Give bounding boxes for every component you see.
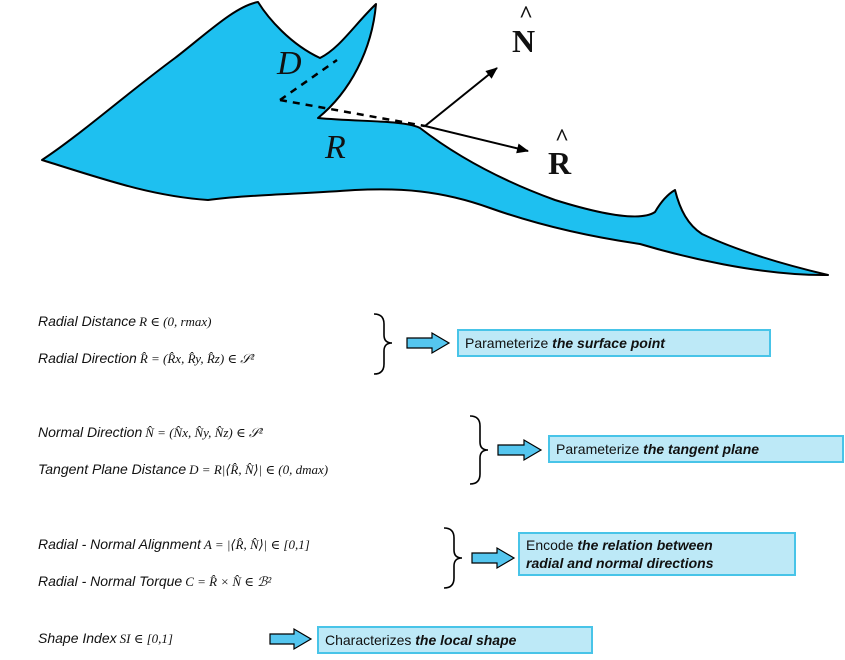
- equation-label: Radial Distance: [38, 313, 137, 329]
- arrow-group-2: [497, 438, 543, 462]
- box-prefix: Encode: [526, 537, 578, 553]
- box-local-shape: Characterizes the local shape: [317, 626, 593, 654]
- box-emphasis: the tangent plane: [643, 441, 760, 457]
- brace-group-1: [373, 313, 393, 375]
- arrow-group-1: [406, 331, 451, 355]
- normal-vector-arrow: [424, 67, 498, 127]
- box-surface-point: Parameterize the surface point: [457, 329, 771, 357]
- surface-shape: [41, 1, 829, 277]
- radius-r-dashed-line: [279, 98, 426, 128]
- box-prefix: Parameterize: [556, 441, 644, 457]
- equation-formula: C = R̂ × N̂ ∈ ℬ²: [185, 574, 272, 589]
- radial-vector-arrow: [424, 125, 529, 154]
- equation-label: Radial - Normal Torque: [38, 573, 183, 589]
- label-n-vector-hat: ^: [519, 2, 533, 28]
- equation-formula: A = |⟨R̂, N̂⟩| ∈ [0,1]: [203, 537, 310, 552]
- equation-label: Radial - Normal Alignment: [38, 536, 201, 552]
- equation-formula: R̂ = (R̂x, R̂y, R̂z) ∈ 𝒮²: [139, 351, 255, 366]
- box-emphasis: the local shape: [415, 632, 517, 648]
- box-tangent-plane: Parameterize the tangent plane: [548, 435, 844, 463]
- box-radial-normal-relation: Encode the relation between radial and n…: [518, 532, 796, 576]
- box-emphasis: the surface point: [552, 335, 665, 351]
- equation-label: Tangent Plane Distance: [38, 461, 187, 477]
- equation-label: Normal Direction: [38, 424, 143, 440]
- brace-group-2: [469, 415, 489, 485]
- equation-label: Shape Index: [38, 630, 117, 646]
- arrow-group-4: [269, 627, 313, 651]
- label-d: D: [276, 45, 302, 82]
- distance-d-dashed-line: [279, 58, 338, 102]
- arrow-group-3: [471, 546, 516, 570]
- equation-label: Radial Direction: [38, 350, 137, 366]
- equation-formula: R ∈ (0, rmax): [139, 314, 212, 329]
- box-prefix: Parameterize: [465, 335, 553, 351]
- equation-formula: N̂ = (N̂x, N̂y, N̂z) ∈ 𝒮²: [145, 425, 263, 440]
- equation-formula: SI ∈ [0,1]: [119, 631, 173, 646]
- box-line-1: Encode the relation between: [526, 536, 788, 554]
- box-emphasis: the relation between: [577, 537, 713, 553]
- box-prefix: Characterizes: [325, 632, 416, 648]
- box-emphasis-2: radial and normal directions: [526, 555, 714, 571]
- equation-formula: D = R|⟨R̂, N̂⟩| ∈ (0, dmax): [189, 462, 329, 477]
- brace-group-3: [443, 527, 463, 589]
- label-r-vector: R: [548, 145, 572, 181]
- label-n-vector: N: [512, 23, 535, 59]
- label-r-vector-hat: ^: [555, 125, 569, 151]
- label-r: R: [324, 129, 346, 166]
- box-line-2: radial and normal directions: [526, 554, 788, 572]
